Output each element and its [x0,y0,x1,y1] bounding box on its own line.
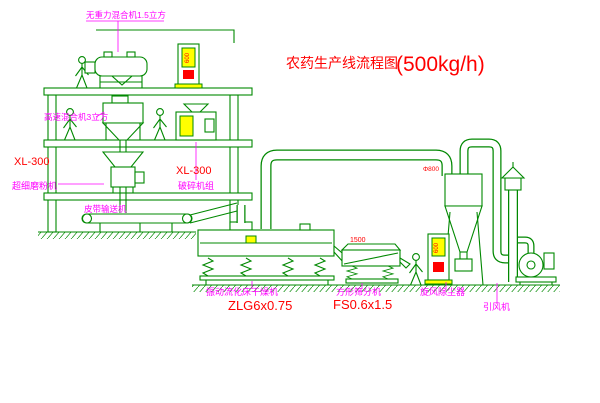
cyclone-name-label: 旋风除尘器 [420,286,465,297]
building-structure [43,87,253,233]
sieve-model-label: FS0.6x1.5 [333,297,392,312]
main-ground [192,284,560,292]
fan-name-label: 引风机 [483,301,510,312]
dryer-model-label: ZLG6x0.75 [228,298,292,313]
diagram-title-capacity: (500kg/h) [396,53,485,76]
building-ground [38,231,196,239]
gravity-mixer-label: 无重力混合机1.5立方 [86,10,166,20]
cabinet-2-model-text: 600 [434,242,440,253]
worker-figure-3 [152,108,168,141]
square-sieve [340,243,411,284]
sieve-dimension-label: 1500 [350,237,366,244]
building-slab-2 [43,139,253,148]
ultrafine-mill [101,151,145,213]
control-cabinet-2: 600 [424,233,453,285]
cabinet-1-model-text: 600 [185,52,191,63]
dryer-name-label: 振动流化床干燥机 [206,286,278,297]
cyclone-diameter-label: Φ800 [423,166,439,173]
overhead-pipe-line [96,29,235,43]
crusher-unit [175,103,217,141]
belt-conveyor [81,202,238,232]
building-slab-1 [43,87,253,96]
gravity-mixer [84,51,148,88]
cyclone-dust-collector [443,173,484,286]
high-speed-mixer [101,95,145,152]
diagram-title: 农药生产线流程图 [286,55,398,71]
belt-conveyor-label: 皮带输送机 [84,204,127,214]
building-slab-3 [43,192,253,201]
exhaust-duct [260,149,453,229]
high-speed-mixer-label: 高速混合机3立方 [44,112,108,122]
induced-draft-fan [515,236,557,285]
cyclone-outlet-duct [459,138,516,264]
sieve-outlet-chute [399,257,411,269]
control-cabinet-1: 600 [174,43,203,89]
dryer-feed-pipe [229,205,253,231]
discharge-chute [189,202,238,224]
mill-model-label: XL-300 [14,156,49,168]
mill-name-label: 超细磨粉机 [12,180,57,191]
crusher-model-label: XL-300 [176,165,211,177]
label-leader-lines [58,20,498,304]
worker-figure-4 [408,253,424,286]
exhaust-stack [500,162,526,282]
fluid-bed-dryer [197,223,349,285]
sieve-name-label: 方形筛分机 [336,286,381,297]
crusher-name-label: 破碎机组 [178,180,214,191]
